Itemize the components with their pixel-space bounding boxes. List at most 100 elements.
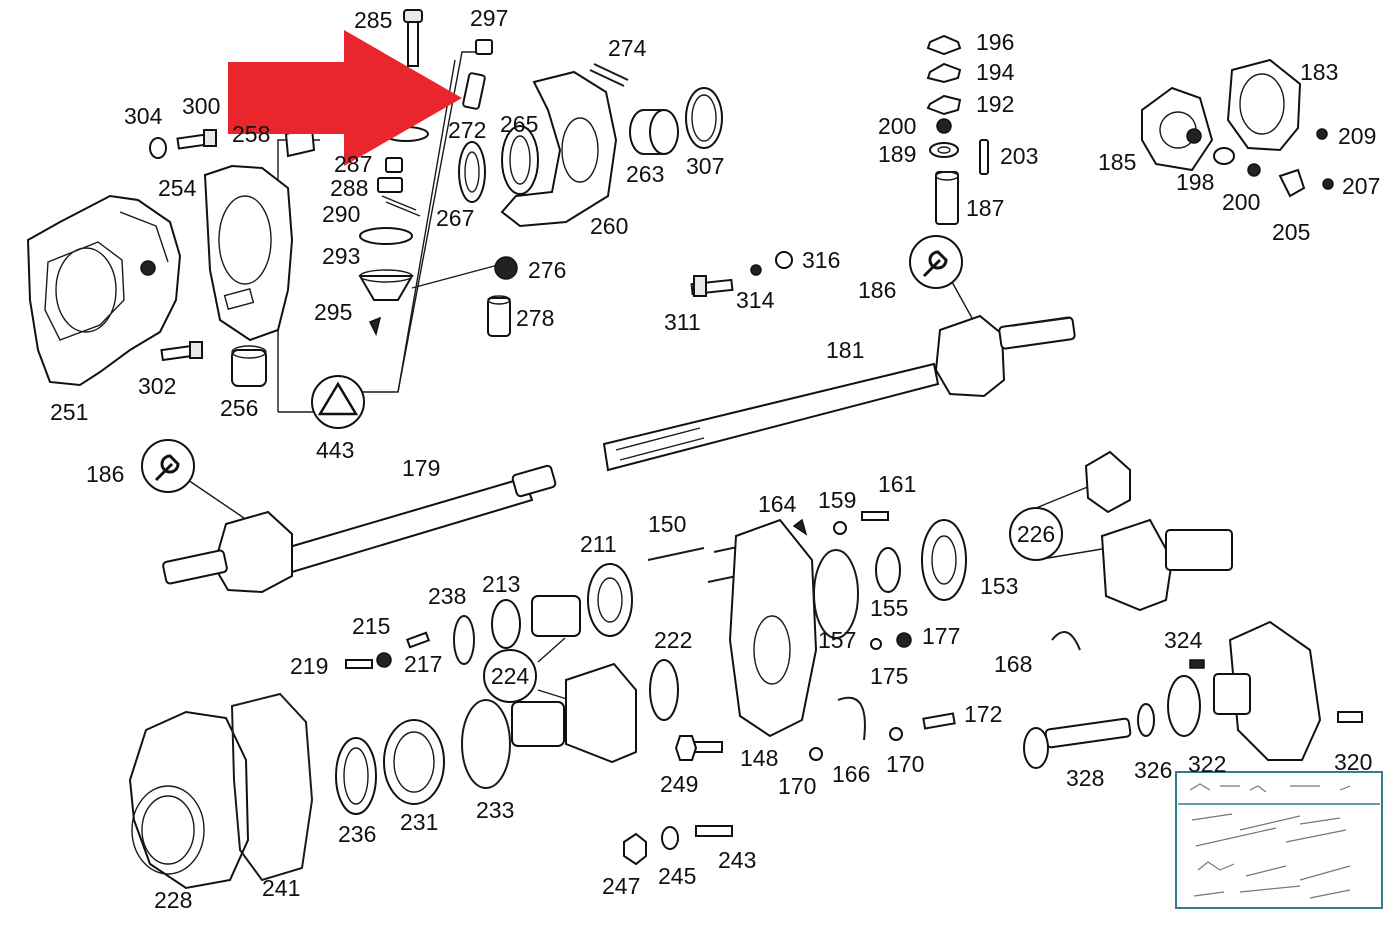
part-label: 241 <box>262 875 300 901</box>
part-label: 170 <box>886 751 924 777</box>
part-label: 293 <box>322 243 360 269</box>
part-label: 183 <box>1300 59 1338 85</box>
part-label: 311 <box>664 309 701 335</box>
part-label: 249 <box>660 771 698 797</box>
part-label: 172 <box>964 701 1002 727</box>
transfer-case-parts <box>128 450 1363 890</box>
part-label: 278 <box>516 305 554 331</box>
part-label: 316 <box>802 247 840 273</box>
part-label: 258 <box>232 121 270 147</box>
part-label: 215 <box>352 613 390 639</box>
part-label: 159 <box>818 487 856 513</box>
part-label: 236 <box>338 821 376 847</box>
part-label: 179 <box>402 455 440 481</box>
part-label: 209 <box>1338 123 1376 149</box>
part-label: 157 <box>818 627 856 653</box>
part-label: 231 <box>400 809 438 835</box>
callout-226-label: 226 <box>1017 521 1055 547</box>
part-label: 328 <box>1066 765 1104 791</box>
part-label: 265 <box>500 111 538 137</box>
part-label: 260 <box>590 213 628 239</box>
part-label: 443 <box>316 437 354 463</box>
part-label: 324 <box>1164 627 1203 653</box>
part-label: 194 <box>976 59 1015 85</box>
part-label: 166 <box>832 761 870 787</box>
wrench-icon <box>922 250 948 278</box>
part-label: 196 <box>976 29 1014 55</box>
part-label: 148 <box>740 745 778 771</box>
part-label: 207 <box>1342 173 1380 199</box>
part-label: 186 <box>858 277 896 303</box>
part-label: 192 <box>976 91 1014 117</box>
group-callout-226: 226 <box>1009 507 1063 561</box>
part-label: 326 <box>1134 757 1172 783</box>
part-label: 251 <box>50 399 88 425</box>
part-label: 243 <box>718 847 756 873</box>
part-label: 287 <box>334 151 372 177</box>
part-label: 187 <box>966 195 1004 221</box>
part-label: 290 <box>322 201 360 227</box>
part-label: 322 <box>1188 751 1226 777</box>
axle-shaft-179 <box>162 464 557 594</box>
group-callout-224: 224 <box>483 649 537 703</box>
pinion-stack <box>926 34 989 225</box>
part-label: 302 <box>138 373 176 399</box>
part-label: 254 <box>158 175 197 201</box>
part-label: 211 <box>580 531 617 557</box>
differential-assembly <box>1141 58 1334 198</box>
part-label: 245 <box>658 863 696 889</box>
part-label: 168 <box>994 651 1032 677</box>
part-label: 177 <box>922 623 960 649</box>
part-label: 285 <box>354 7 392 33</box>
part-label: 297 <box>470 5 508 31</box>
part-label: 307 <box>686 153 724 179</box>
part-label: 181 <box>826 337 864 363</box>
knuckle-assembly <box>26 9 723 387</box>
part-label: 185 <box>1098 149 1136 175</box>
highlight-arrow-icon <box>228 30 462 166</box>
part-label: 274 <box>608 35 647 61</box>
part-label: 150 <box>648 511 686 537</box>
part-label: 238 <box>428 583 466 609</box>
part-label: 164 <box>758 491 797 517</box>
part-label: 267 <box>436 205 474 231</box>
part-label: 219 <box>290 653 328 679</box>
overview-thumbnail <box>1175 771 1383 909</box>
triangle-callout-443 <box>311 375 365 429</box>
part-label: 222 <box>654 627 692 653</box>
part-label: 300 <box>182 93 220 119</box>
part-label: 217 <box>404 651 442 677</box>
torque-triangle-icon <box>317 381 359 416</box>
part-label: 233 <box>476 797 514 823</box>
part-label: 228 <box>154 887 192 913</box>
part-label: 200 <box>878 113 916 139</box>
part-label: 153 <box>980 573 1018 599</box>
callout-224-label: 224 <box>491 663 530 689</box>
part-label: 263 <box>626 161 664 187</box>
axle-shaft-181 <box>602 251 1076 472</box>
wrench-callout-top <box>909 235 963 289</box>
part-label: 304 <box>124 103 163 129</box>
wrench-icon <box>154 454 180 482</box>
part-label: 213 <box>482 571 520 597</box>
part-label: 155 <box>870 595 908 621</box>
part-label: 175 <box>870 663 908 689</box>
part-label: 247 <box>602 873 640 899</box>
part-label: 205 <box>1272 219 1310 245</box>
part-label: 200 <box>1222 189 1260 215</box>
part-label: 272 <box>448 117 486 143</box>
part-label: 189 <box>878 141 916 167</box>
part-label: 295 <box>314 299 352 325</box>
part-label: 203 <box>1000 143 1038 169</box>
wrench-callout-left <box>141 439 195 493</box>
part-label: 314 <box>736 287 775 313</box>
part-label: 161 <box>878 471 916 497</box>
part-labels: 285 297 274 304 300 258 287 272 265 263 … <box>50 5 1380 913</box>
part-label: 186 <box>86 461 124 487</box>
part-label: 170 <box>778 773 816 799</box>
part-label: 256 <box>220 395 258 421</box>
part-label: 320 <box>1334 749 1372 775</box>
part-label: 288 <box>330 175 368 201</box>
part-label: 198 <box>1176 169 1214 195</box>
